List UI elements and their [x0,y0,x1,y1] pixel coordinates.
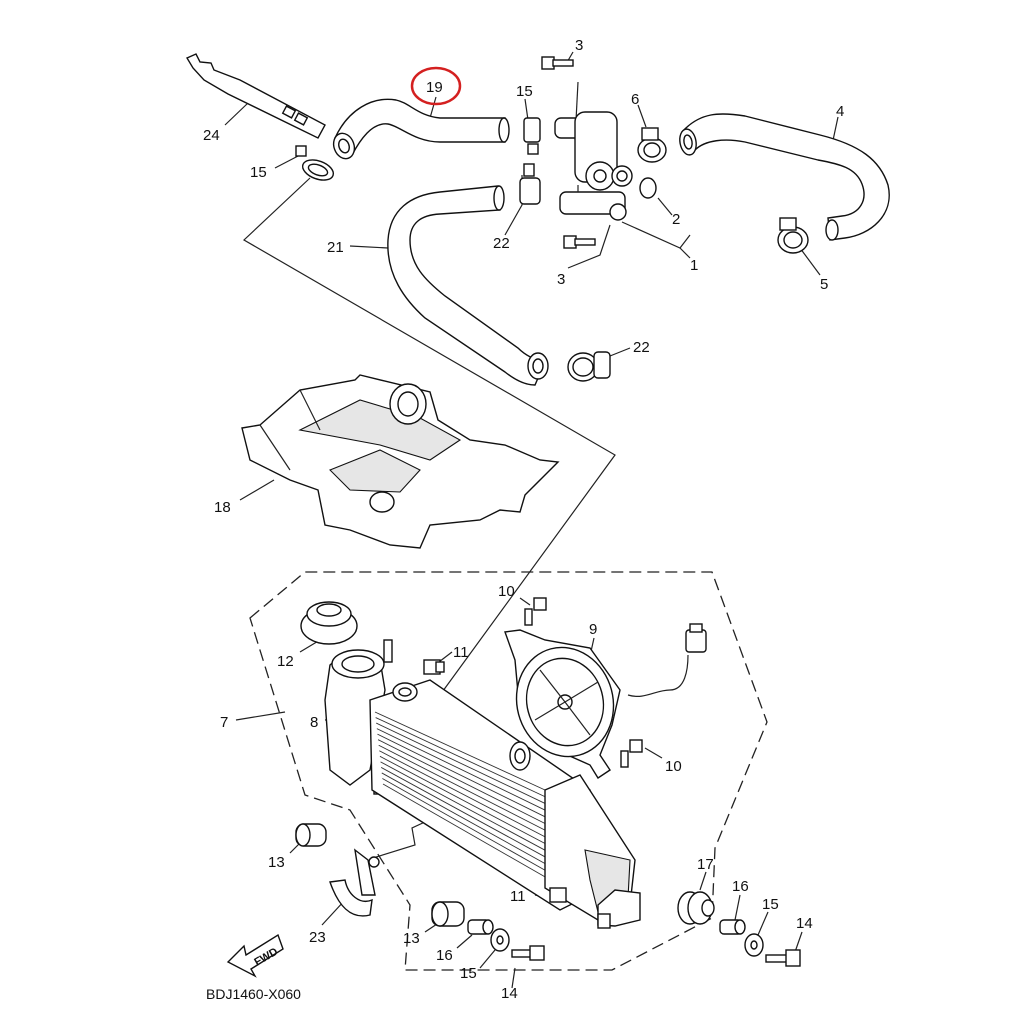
part-5-clamp [777,217,809,254]
callout-3-top: 3 [575,37,583,54]
callout-20-top: 15 [516,83,533,100]
radiator-fin [377,733,546,818]
callout-24: 24 [203,127,220,144]
part-17-grommet [677,891,715,925]
callout-14-bottom: 14 [501,985,518,1002]
callout-9: 9 [589,621,597,638]
callout-20-left: 15 [250,164,267,181]
callout-6: 6 [631,91,639,108]
callout-22-upper: 22 [493,235,510,252]
radiator-fin [374,711,546,791]
callout-2: 2 [672,211,680,228]
callout-10-lower: 10 [665,758,682,775]
part-20-clamp [295,117,541,181]
part-14-bolt-bottom [511,945,545,961]
part-10-bolt-upper [524,597,547,626]
radiator-fin [380,761,547,852]
part-21-hose [387,185,549,386]
part-8-radiator-tank [324,639,393,795]
callout-labels: 3 15 6 4 24 15 2 22 21 1 3 5 22 18 10 9 … [203,37,844,1002]
callout-16-right: 16 [732,878,749,895]
diagram-code: BDJ1460-X060 [206,986,301,1002]
radiator-core [369,679,641,929]
part-22-clamp-upper [519,163,541,205]
part-15-washer-right [744,933,764,957]
radiator-fin [381,772,547,865]
radiator-fin [377,739,546,825]
part-6-clamp [637,127,667,163]
radiator-fin [380,766,547,859]
callout-16-bottom: 16 [436,947,453,964]
part-12-radiator-cap [300,601,358,645]
part-2-o-ring [639,177,657,199]
part-24-strap [185,53,326,139]
callout-12: 12 [277,653,294,670]
part-11-nut-lower [549,887,567,903]
part-16-collar-right [719,919,746,935]
part-9-fan [504,623,707,779]
part-15-washer-bottom [490,928,510,952]
callout-23: 23 [309,929,326,946]
callout-13-bottom: 13 [403,930,420,947]
callout-15-right: 15 [762,896,779,913]
callout-19-highlight: 19 [410,66,462,106]
part-11-nut-upper [423,659,445,675]
part-3-bolt-lower [563,235,596,249]
callout-11-lower: 11 [510,888,526,905]
callout-1: 1 [690,257,698,274]
callout-10-upper: 10 [498,583,515,600]
callout-14-right: 14 [796,915,813,932]
radiator-fin [375,717,546,798]
radiator-fin [376,728,546,811]
radiator-fin [382,783,548,879]
callout-15-bottom: 15 [460,965,477,982]
radiator-fin [378,744,547,832]
part-18-shroud [241,374,560,549]
part-13-grommet-left [295,823,327,847]
radiator-fin [382,778,548,872]
radiator-fin [379,750,547,838]
part-3-bolt-upper [541,56,574,70]
highlight-circle [410,66,462,106]
part-19-hose [332,98,510,160]
callout-13-left: 13 [268,854,285,871]
assembly-7-outline [249,571,768,971]
part-10-bolt-lower [620,739,643,768]
part-13-grommet-bottom [431,901,465,927]
fwd-arrow-icon: FWD [226,933,284,978]
callout-5: 5 [820,276,828,293]
callout-11-upper: 11 [453,644,469,661]
callout-18: 18 [214,499,231,516]
part-14-bolt-right [765,949,801,967]
part-1-thermostat-housing [554,111,633,221]
radiator-fin [379,755,547,845]
radiator-fin [376,722,546,804]
callout-17: 17 [697,856,714,873]
callout-7: 7 [220,714,228,731]
callout-8: 8 [310,714,318,731]
callout-19: 19 [426,79,443,96]
part-4-hose [679,113,890,241]
part-22-clamp-lower [567,351,611,382]
callout-21: 21 [327,239,344,256]
callout-4: 4 [836,103,844,120]
part-16-collar-bottom [467,919,494,935]
callout-3-lower: 3 [557,271,565,288]
part-23-clip [329,848,380,917]
callout-22-lower: 22 [633,339,650,356]
